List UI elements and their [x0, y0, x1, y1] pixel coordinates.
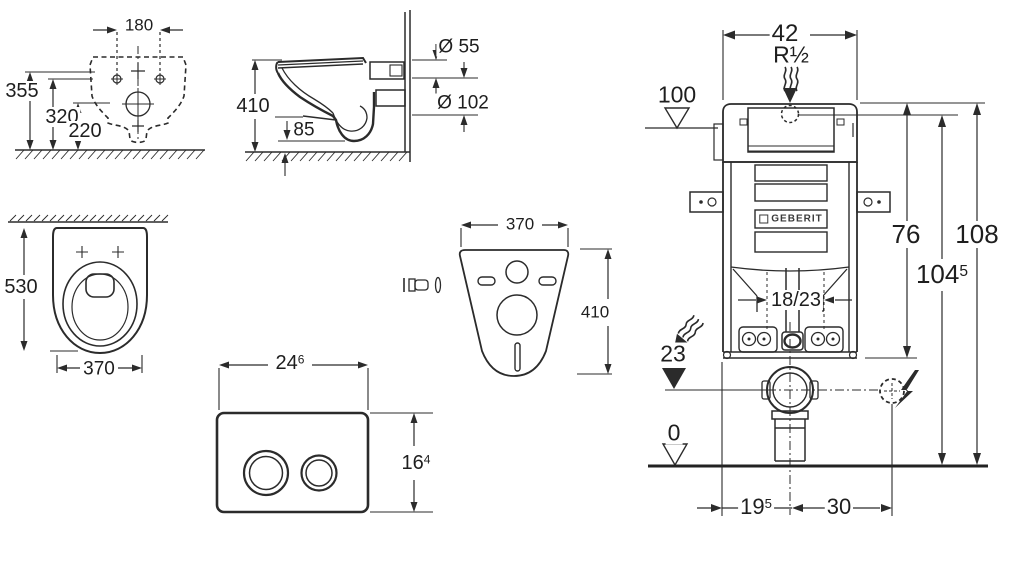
- installation-frame-view: 42 R½ 100 76 108 1045 18/23 23 0 195 30 …: [640, 0, 1024, 545]
- side-dimension-lines: [251, 44, 478, 176]
- rear-dimension-lines: [25, 26, 183, 150]
- toilet-rear-view-drawing: [15, 26, 205, 160]
- flush-button-large: [242, 449, 290, 497]
- top-dimension-lines: [20, 228, 143, 373]
- wall-bracket-left: [689, 191, 724, 213]
- insulation-pad-view: 370 410: [390, 195, 625, 390]
- rear-floor-line: [15, 149, 205, 160]
- insulation-pad-drawing: [403, 221, 612, 377]
- flush-button-small: [300, 454, 338, 492]
- geberit-logo-mark: [759, 214, 769, 224]
- supply-connection-circle: [780, 104, 800, 124]
- dim-label-195: 195: [738, 494, 774, 519]
- dim-label-220: 220: [66, 120, 104, 142]
- dim-label-1823: 18/23: [768, 289, 824, 311]
- top-wall-line: [8, 214, 169, 223]
- cistern-frame: [689, 103, 891, 360]
- dim-label-30: 30: [824, 494, 854, 519]
- dim-label-246: 246: [273, 352, 307, 374]
- bottom-dimensions: [697, 362, 893, 516]
- level-marker-100: [645, 107, 718, 130]
- reference-lines: [799, 102, 985, 359]
- dim-label-370-pad: 370: [503, 214, 537, 234]
- centerlines: [665, 322, 878, 515]
- installation-frame-drawing: [645, 30, 988, 516]
- dim-label-100: 100: [655, 81, 699, 108]
- dim-label-d55: Ø 55: [436, 36, 482, 58]
- dim-label-180: 180: [122, 15, 156, 35]
- toilet-side-view-drawing: [245, 10, 478, 176]
- pad-outline: [458, 249, 570, 377]
- flush-plate-outline: [215, 411, 370, 514]
- dim-label-42: 42: [769, 20, 801, 47]
- electrical-connection: [879, 370, 919, 408]
- dim-label-85: 85: [291, 119, 317, 141]
- frame-foot-right: [804, 326, 844, 353]
- pad-dimension-lines: [460, 221, 612, 375]
- dim-label-355: 355: [3, 80, 41, 102]
- toilet-top-view-drawing: [8, 214, 169, 373]
- geberit-logo: GEBERIT: [759, 214, 822, 225]
- dim-label-0: 0: [665, 419, 683, 446]
- rear-ceramic-outline: [89, 46, 187, 144]
- dim-label-410-pad: 410: [578, 302, 612, 322]
- level-marker-23: [662, 368, 686, 389]
- dim-label-164: 164: [399, 452, 433, 474]
- dim-label-108: 108: [953, 219, 1001, 249]
- geberit-logo-text: GEBERIT: [771, 213, 823, 225]
- frame-foot-left: [738, 326, 778, 353]
- dim-label-530: 530: [2, 276, 40, 298]
- lightning-icon: [895, 370, 919, 408]
- wall-bracket-right: [856, 191, 891, 213]
- plate-dimension-lines: [218, 361, 433, 513]
- flush-plate-drawing: [215, 361, 433, 514]
- dim-label-d102: Ø 102: [435, 92, 491, 114]
- toilet-rear-view: 180 355 320 220: [0, 0, 220, 185]
- side-wall-floor: [245, 10, 411, 162]
- toilet-top-view: 530 370: [0, 195, 200, 395]
- fastener-icon: [403, 276, 442, 294]
- frame-top-dimension: [722, 30, 858, 100]
- dim-label-1045: 1045: [913, 259, 971, 289]
- brand-plate: [754, 209, 828, 229]
- toilet-side-view: 410 85 Ø 55 Ø 102: [230, 0, 500, 190]
- toilet-plan-outline: [52, 227, 148, 355]
- outlet-offset-dimension: [738, 296, 852, 304]
- water-supply-arrow: [780, 66, 800, 124]
- dim-label-370-top: 370: [81, 358, 117, 380]
- dim-label-r-half: R½: [771, 41, 811, 68]
- right-dimensions: [903, 103, 981, 465]
- level-marker-0: [661, 443, 689, 467]
- flush-plate-view: 246 164: [200, 340, 445, 525]
- toilet-profile: [275, 56, 406, 143]
- dim-label-23: 23: [658, 340, 688, 367]
- dim-label-410-side: 410: [234, 95, 272, 117]
- dim-label-76: 76: [889, 219, 923, 249]
